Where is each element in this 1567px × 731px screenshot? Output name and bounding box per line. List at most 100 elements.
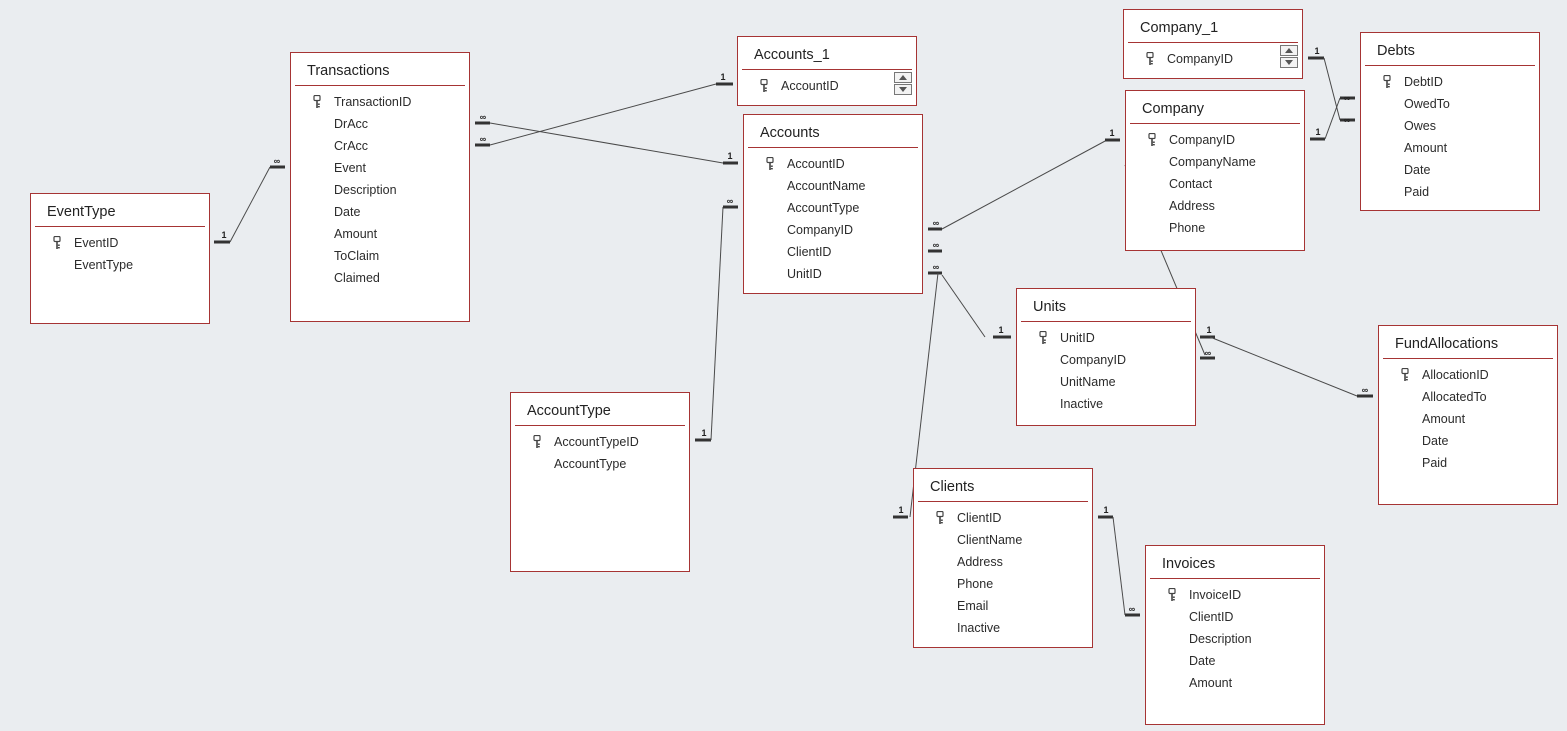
field-row[interactable]: AccountID	[744, 153, 922, 175]
table-title[interactable]: FundAllocations	[1383, 336, 1553, 359]
field-row[interactable]: DebtID	[1361, 71, 1539, 93]
cardinality-one-label: 1	[221, 230, 226, 240]
table-title[interactable]: Transactions	[295, 63, 465, 86]
field-row[interactable]: EventID	[31, 232, 209, 254]
relationship-stub	[723, 161, 738, 165]
field-row[interactable]: Phone	[914, 573, 1092, 595]
field-row[interactable]: CompanyID	[1124, 48, 1302, 70]
field-row[interactable]: AccountName	[744, 175, 922, 197]
field-row[interactable]: TransactionID	[291, 91, 469, 113]
field-row[interactable]: Inactive	[1017, 393, 1195, 415]
field-row[interactable]: Email	[914, 595, 1092, 617]
relationship-line[interactable]	[1112, 516, 1126, 616]
field-row[interactable]: UnitID	[1017, 327, 1195, 349]
field-row[interactable]: AccountID	[738, 75, 916, 97]
field-row[interactable]: EventType	[31, 254, 209, 276]
scroll-down-arrow-icon[interactable]	[894, 84, 912, 95]
field-row[interactable]: Event	[291, 157, 469, 179]
field-row[interactable]: Date	[1379, 430, 1557, 452]
field-row[interactable]: Description	[291, 179, 469, 201]
field-scrollbar[interactable]	[1280, 45, 1298, 69]
field-row[interactable]: CompanyID	[1017, 349, 1195, 371]
field-row[interactable]: Amount	[1361, 137, 1539, 159]
table-title[interactable]: Accounts_1	[742, 47, 912, 70]
scroll-up-arrow-icon[interactable]	[894, 72, 912, 83]
relationship-line[interactable]	[1209, 336, 1358, 397]
field-name: CompanyName	[1169, 155, 1256, 169]
table-title[interactable]: Clients	[918, 479, 1088, 502]
field-row[interactable]: UnitID	[744, 263, 922, 285]
field-name: CompanyID	[787, 223, 853, 237]
field-row[interactable]: AllocatedTo	[1379, 386, 1557, 408]
table-title[interactable]: Debts	[1365, 43, 1535, 66]
field-row[interactable]: ClientID	[1146, 606, 1324, 628]
relationship-line[interactable]	[941, 274, 986, 338]
field-row[interactable]: AccountType	[744, 197, 922, 219]
field-row[interactable]: AccountTypeID	[511, 431, 689, 453]
field-name: AccountID	[781, 79, 839, 93]
field-row[interactable]: ClientID	[744, 241, 922, 263]
field-name: Phone	[1169, 221, 1206, 235]
table-title[interactable]: Company_1	[1128, 20, 1298, 43]
field-row[interactable]: Paid	[1379, 452, 1557, 474]
field-row[interactable]: Amount	[291, 223, 469, 245]
field-row[interactable]: Description	[1146, 628, 1324, 650]
field-row[interactable]: AllocationID	[1379, 364, 1557, 386]
table-accounts-1[interactable]: Accounts_1 AccountID	[737, 36, 917, 106]
relationship-line[interactable]	[710, 206, 724, 441]
field-scrollbar[interactable]	[894, 72, 912, 96]
field-row[interactable]: Owes	[1361, 115, 1539, 137]
field-row[interactable]: Phone	[1126, 217, 1304, 239]
field-row[interactable]: Paid	[1361, 181, 1539, 203]
table-title[interactable]: AccountType	[515, 403, 685, 426]
field-row[interactable]: Contact	[1126, 173, 1304, 195]
table-company-1[interactable]: Company_1 CompanyID	[1123, 9, 1303, 79]
scroll-up-arrow-icon[interactable]	[1280, 45, 1298, 56]
relationship-line[interactable]	[1324, 97, 1341, 140]
field-row[interactable]: OwedTo	[1361, 93, 1539, 115]
table-title[interactable]: Units	[1021, 299, 1191, 322]
field-row[interactable]: UnitName	[1017, 371, 1195, 393]
relationship-line[interactable]	[489, 83, 717, 146]
field-row[interactable]: CompanyID	[744, 219, 922, 241]
field-row[interactable]: ClientID	[914, 507, 1092, 529]
field-row[interactable]: Amount	[1379, 408, 1557, 430]
field-row[interactable]: CrAcc	[291, 135, 469, 157]
field-row[interactable]: Amount	[1146, 672, 1324, 694]
table-title[interactable]: Company	[1130, 101, 1300, 124]
field-row[interactable]: InvoiceID	[1146, 584, 1324, 606]
field-row[interactable]: ToClaim	[291, 245, 469, 267]
field-row[interactable]: Address	[914, 551, 1092, 573]
scroll-down-arrow-icon[interactable]	[1280, 57, 1298, 68]
table-title[interactable]: EventType	[35, 204, 205, 227]
table-title[interactable]: Invoices	[1150, 556, 1320, 579]
field-row[interactable]: Date	[1361, 159, 1539, 181]
field-row[interactable]: ClientName	[914, 529, 1092, 551]
table-title[interactable]: Accounts	[748, 125, 918, 148]
field-row[interactable]: CompanyID	[1126, 129, 1304, 151]
field-row[interactable]: Claimed	[291, 267, 469, 289]
relationship-line[interactable]	[229, 166, 271, 243]
field-row[interactable]: AccountType	[511, 453, 689, 475]
relationship-line[interactable]	[941, 139, 1108, 230]
relationship-line[interactable]	[1323, 57, 1341, 121]
field-row[interactable]: DrAcc	[291, 113, 469, 135]
relationship-line[interactable]	[489, 122, 724, 164]
field-row[interactable]: Date	[291, 201, 469, 223]
field-row[interactable]: Address	[1126, 195, 1304, 217]
field-row[interactable]: CompanyName	[1126, 151, 1304, 173]
field-row[interactable]: Date	[1146, 650, 1324, 672]
field-row[interactable]: Inactive	[914, 617, 1092, 639]
